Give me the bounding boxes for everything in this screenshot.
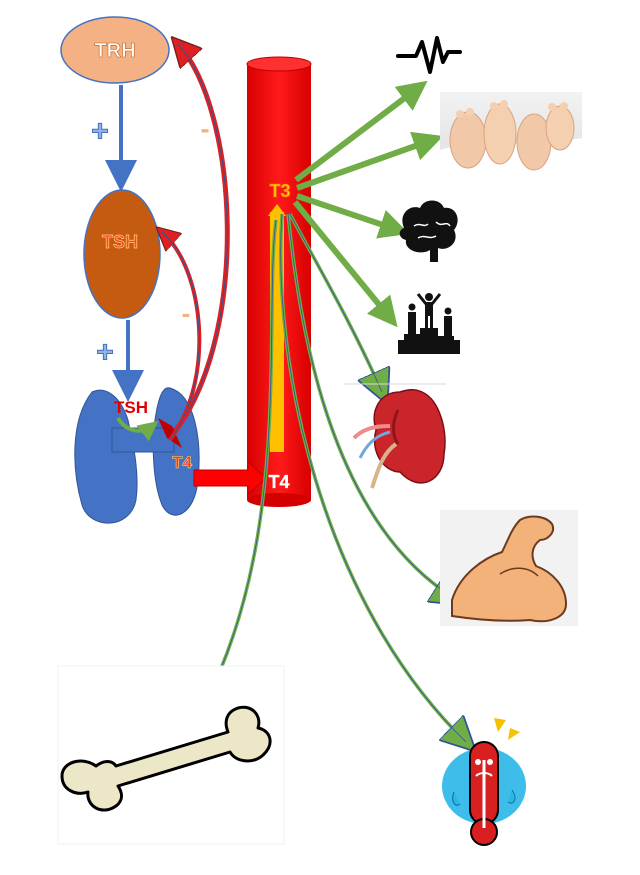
t3-effect-arrows: [295, 88, 432, 318]
skin-feet-icon: [440, 92, 582, 188]
tsh-label: TSH: [102, 232, 138, 252]
blood-vessel: [247, 57, 311, 507]
thyroid-gland: TSH T4: [75, 388, 199, 523]
trh-label: TRH: [94, 40, 135, 62]
tsh-receptor-label: TSH: [114, 398, 148, 417]
minus-sign-tsh: -: [182, 298, 191, 328]
bone-icon: [58, 666, 284, 844]
plus-sign-tsh: +: [96, 336, 114, 369]
t4-thyroid-label: T4: [172, 453, 192, 472]
heart-rate-icon: [398, 38, 460, 72]
growth-podium-icon: [398, 293, 460, 354]
feedback-to-trh-arrow: [176, 44, 227, 430]
minus-sign-trh: -: [200, 113, 209, 144]
kidney-icon: [344, 384, 446, 488]
t3-blood-label: T3: [269, 181, 290, 201]
thermometer-icon: [442, 718, 526, 845]
muscle-icon: [440, 510, 578, 626]
trh-node: TRH: [61, 17, 169, 83]
t4-blood-label: T4: [268, 472, 289, 492]
tsh-node: TSH: [84, 190, 160, 318]
brain-icon: [400, 201, 458, 263]
plus-sign-trh: +: [91, 115, 109, 148]
